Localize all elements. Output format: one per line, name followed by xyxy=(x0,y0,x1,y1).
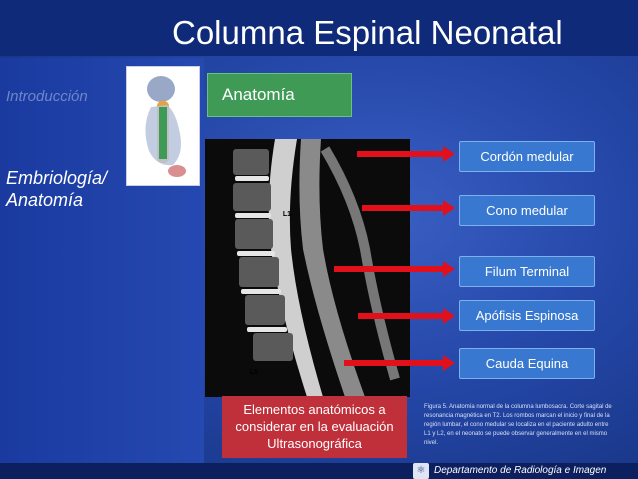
arrow-head-icon xyxy=(443,200,455,216)
figure-caption: Figura 5. Anatomía normal de la columna … xyxy=(424,404,612,446)
caption-text: Elementos anatómicos a considerar en la … xyxy=(235,402,394,451)
arrow-head-icon xyxy=(443,146,455,162)
neonate-illustration xyxy=(126,66,200,186)
arrow-head-icon xyxy=(443,355,455,371)
department-logo-icon: ⚛ xyxy=(413,463,429,479)
footer-bar xyxy=(0,463,638,479)
section-tab-anatomia: Anatomía xyxy=(207,73,352,117)
vertebra-marker-l5: L5 xyxy=(246,366,262,378)
neonate-spine-graphic xyxy=(145,76,186,177)
label-cauda-equina: Cauda Equina xyxy=(459,348,595,379)
arrow-apofisis-espinosa xyxy=(358,313,443,319)
sidebar-item-introduccion[interactable]: Introducción xyxy=(6,88,88,105)
section-label: Anatomía xyxy=(222,85,295,104)
arrow-cordon-medular xyxy=(357,151,443,157)
caption-box: Elementos anatómicos a considerar en la … xyxy=(222,396,407,458)
label-filum-terminal: Filum Terminal xyxy=(459,256,595,287)
title-bar xyxy=(0,0,638,56)
label-cono-medular: Cono medular xyxy=(459,195,595,226)
footer-department: Departamento de Radiología e Imagen xyxy=(434,465,607,476)
label-cordon-medular: Cordón medular xyxy=(459,141,595,172)
arrow-head-icon xyxy=(443,261,455,277)
arrow-head-icon xyxy=(443,308,455,324)
label-apofisis-espinosa: Apófisis Espinosa xyxy=(459,300,595,331)
arrow-cauda-equina xyxy=(344,360,443,366)
sidebar-item-embriologia-anatomia[interactable]: Embriología/ Anatomía xyxy=(6,168,108,210)
vertebra-marker-l1: L1 xyxy=(279,208,295,220)
arrow-cono-medular xyxy=(362,205,443,211)
arrow-filum-terminal xyxy=(334,266,443,272)
page-title: Columna Espinal Neonatal xyxy=(172,14,563,51)
